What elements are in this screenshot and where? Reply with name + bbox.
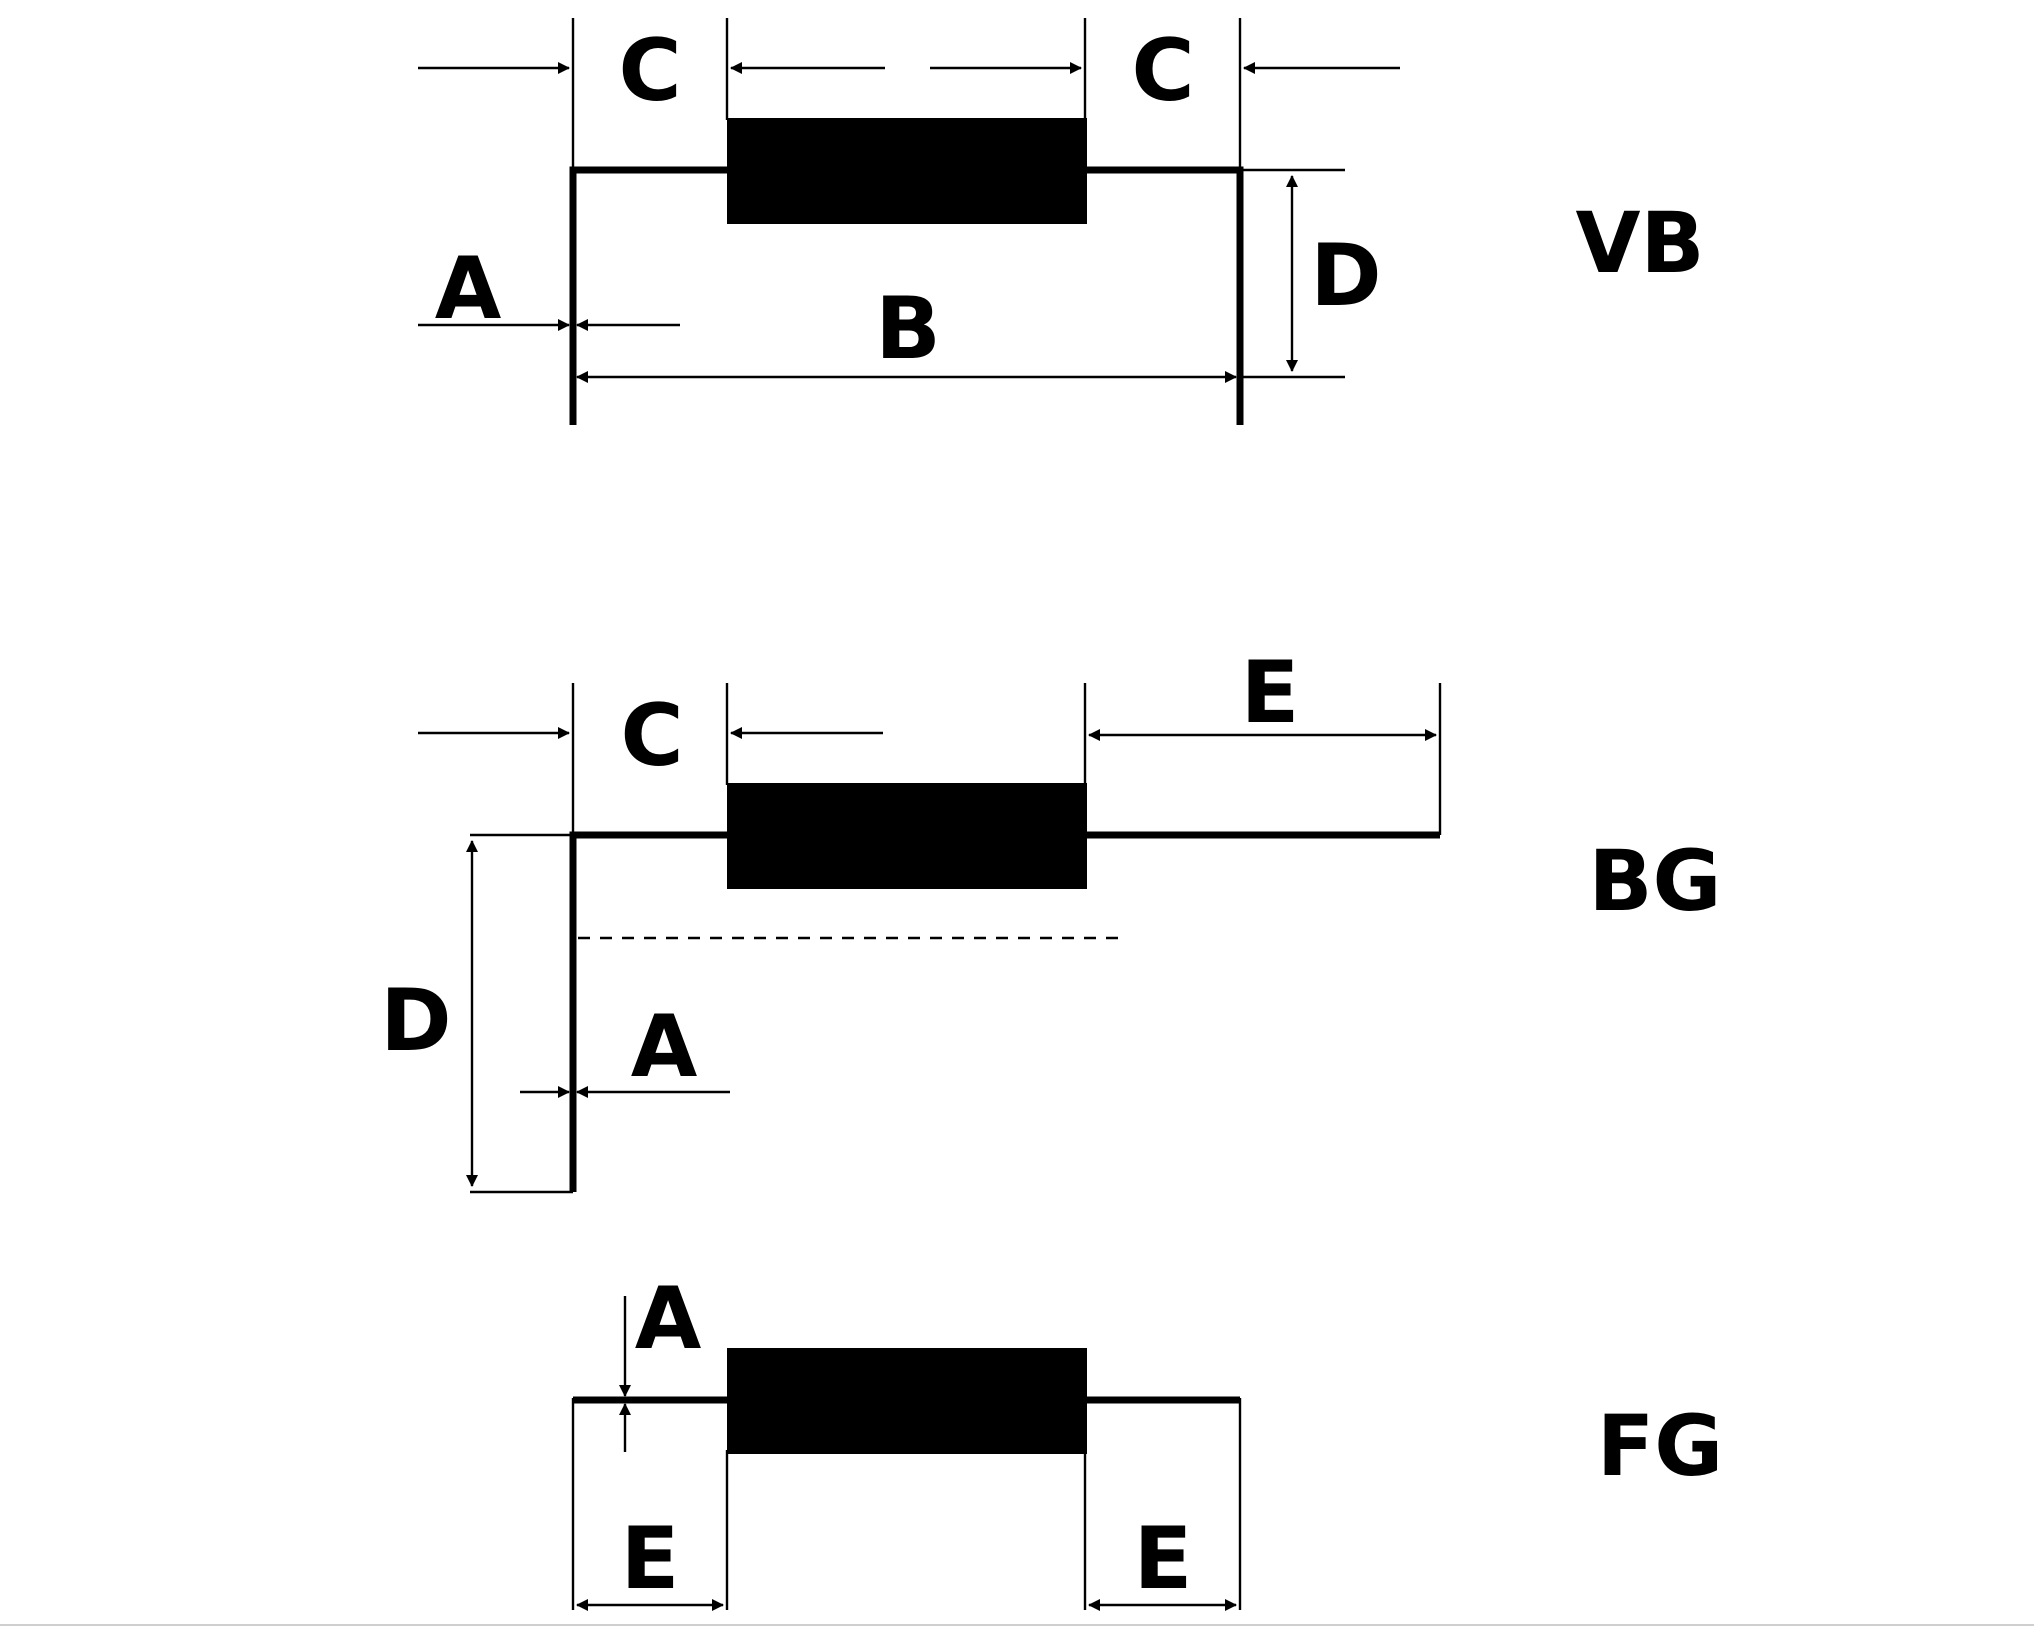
vb-label-b: B — [875, 279, 941, 379]
vb-figure-name: VB — [1575, 194, 1704, 292]
vb-label-c-right: C — [1131, 21, 1194, 121]
bg-label-a: A — [631, 997, 698, 1097]
bg-leads — [569, 831, 1440, 1192]
bg-label-c: C — [620, 686, 683, 786]
vb-label-c-left: C — [618, 21, 681, 121]
figure-vb: C C D A B VB — [418, 18, 1705, 425]
fg-label-e-right: E — [1134, 1509, 1193, 1609]
fg-figure-name: FG — [1597, 1397, 1723, 1495]
vb-label-a: A — [435, 239, 502, 339]
fg-component-body — [727, 1348, 1087, 1454]
bg-figure-name: BG — [1589, 832, 1722, 930]
figure-bg: C E D A BG — [380, 643, 1722, 1194]
fg-label-a: A — [635, 1269, 702, 1369]
bg-component-body — [727, 783, 1087, 889]
figure-fg: A E E FG — [571, 1269, 1723, 1611]
vb-component-body — [727, 118, 1087, 224]
bg-label-e: E — [1241, 643, 1300, 743]
vb-label-d: D — [1310, 226, 1381, 326]
fg-label-e-left: E — [621, 1509, 680, 1609]
bg-label-d: D — [380, 971, 451, 1071]
